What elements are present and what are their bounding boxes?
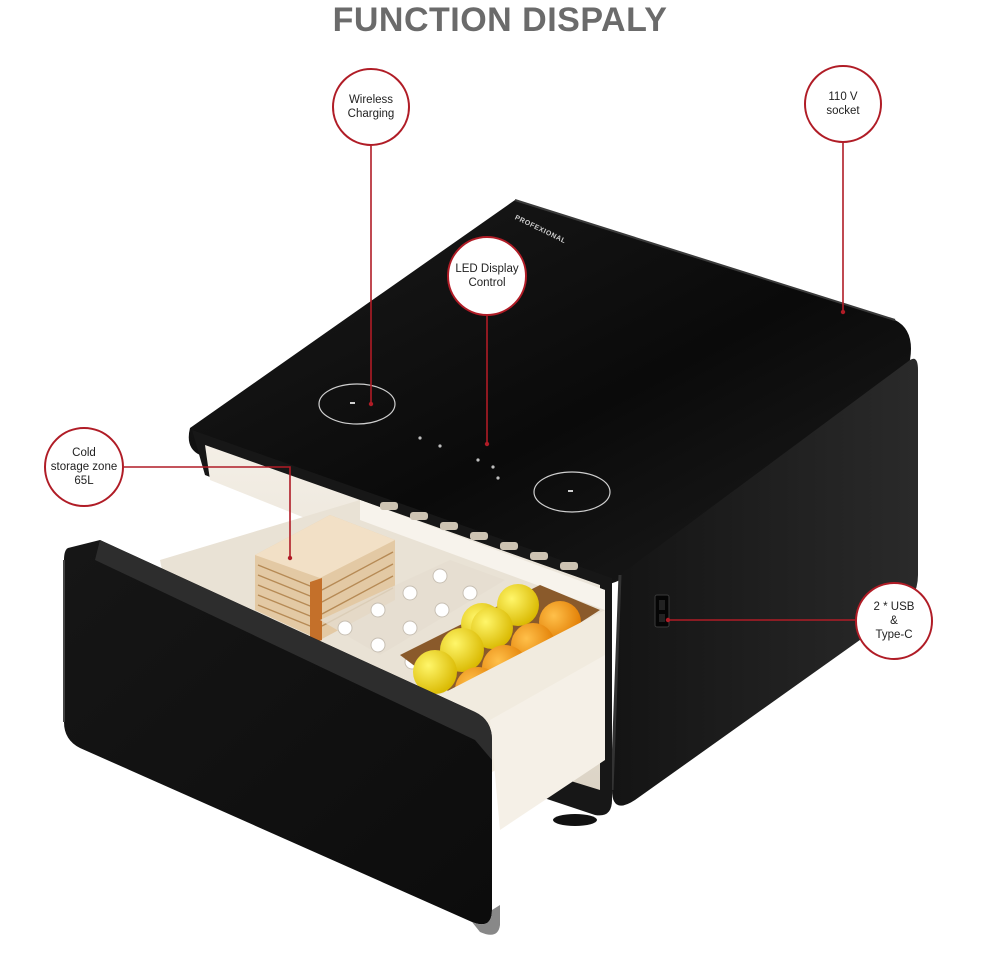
wireless-charging-pad-icon <box>318 383 611 513</box>
callout-usb-type-c: 2 * USB & Type-C <box>855 582 933 660</box>
callout-wireless-charging: Wireless Charging <box>332 68 410 146</box>
led-control-buttons <box>418 436 500 480</box>
cabinet-top <box>188 199 911 585</box>
callout-110v-socket: 110 V socket <box>804 65 882 143</box>
callout-led-display-control: LED Display Control <box>447 236 527 316</box>
bottle-icon <box>337 620 353 636</box>
callout-label: Cold storage zone 65L <box>50 447 118 487</box>
callout-lines <box>124 143 855 621</box>
drawer-front-panel <box>63 540 500 935</box>
usb-port-icon <box>654 594 670 628</box>
callout-label: 2 * USB & Type-C <box>873 601 915 641</box>
cabinet-right-side <box>610 358 918 806</box>
callout-label: LED Display Control <box>455 263 519 289</box>
callout-cold-storage-zone: Cold storage zone 65L <box>44 427 124 507</box>
page-title: FUNCTION DISPALY <box>332 1 668 39</box>
callout-label: 110 V socket <box>826 91 860 117</box>
callout-label: Wireless Charging <box>347 94 395 120</box>
